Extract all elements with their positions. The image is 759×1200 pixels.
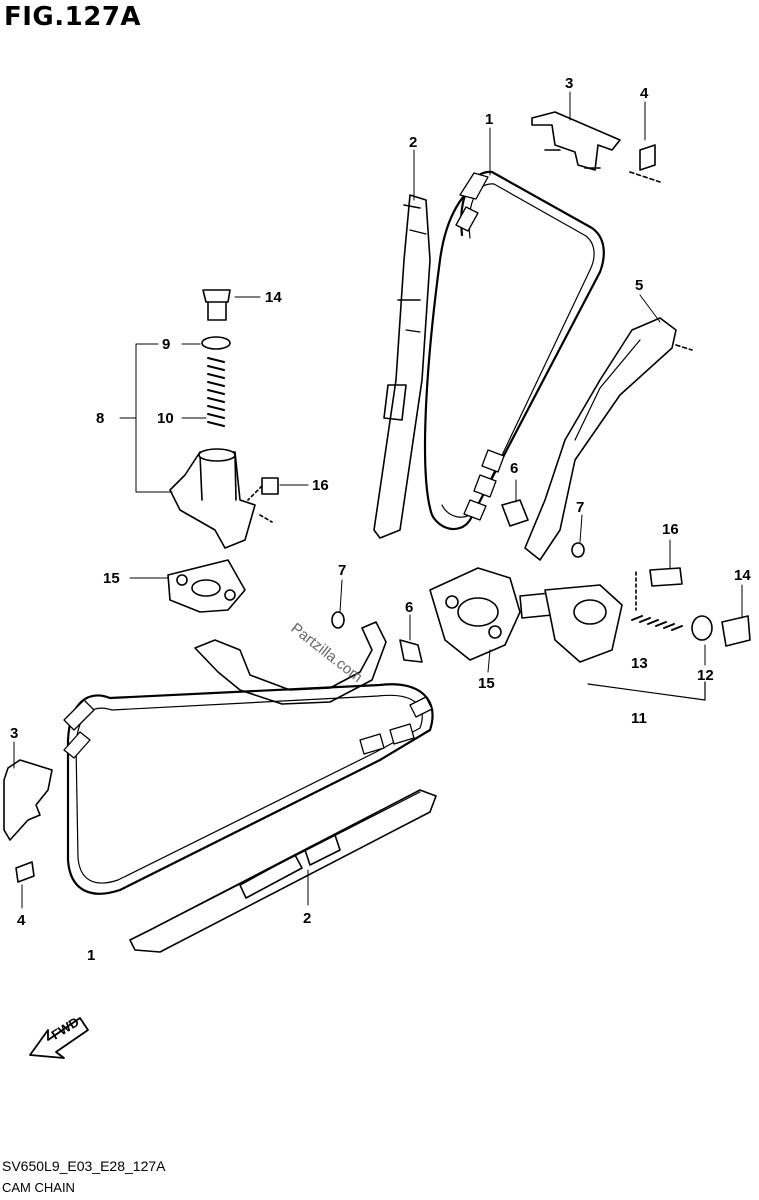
callout-10: 10 [157, 410, 174, 427]
callout-5: 5 [635, 277, 643, 294]
callout-15-left: 15 [103, 570, 120, 587]
figure-title: FIG.127A [4, 2, 142, 32]
callout-3-upper: 3 [565, 75, 573, 92]
tensioner-assembly-right [429, 567, 751, 701]
callout-labels: 1 2 3 4 5 6 7 8 9 10 11 12 13 14 15 16 3… [10, 75, 751, 964]
watermark-text: Partzilla.com [288, 620, 366, 686]
callout-12: 12 [697, 667, 714, 684]
callout-7-lower: 7 [338, 562, 346, 579]
tensioner-assembly-upper [169, 289, 279, 549]
callout-2-lower: 2 [303, 910, 311, 927]
callout-13: 13 [631, 655, 648, 672]
callout-14-upper: 14 [265, 289, 282, 306]
lower-cam-chain [63, 683, 434, 895]
callout-11: 11 [631, 710, 647, 727]
upper-chain-guide [373, 194, 431, 539]
diagram-code: SV650L9_E03_E28_127A [2, 1158, 166, 1174]
callout-6-lower: 6 [405, 599, 413, 616]
callout-4-lower: 4 [17, 912, 26, 929]
chain-bracket-lower [3, 759, 53, 883]
callout-1-upper: 1 [485, 111, 493, 128]
callout-3-lower: 3 [10, 725, 18, 742]
callout-16-right: 16 [662, 521, 679, 538]
tensioner-chain-guide [524, 317, 693, 561]
bolt-washer-upper [501, 499, 585, 558]
lower-chain-guide [129, 789, 437, 953]
chain-bracket-upper [531, 111, 661, 183]
upper-cam-chain [423, 170, 605, 531]
tensioner-gasket-left [167, 559, 246, 613]
callout-2-upper: 2 [409, 134, 417, 151]
diagram-name: CAM CHAIN [2, 1180, 75, 1195]
callout-15-right: 15 [478, 675, 495, 692]
callout-6-upper: 6 [510, 460, 518, 477]
callout-14-right: 14 [734, 567, 751, 584]
callout-4-upper: 4 [640, 85, 649, 102]
lower-upper-guide [194, 611, 423, 705]
callout-1-lower: 1 [87, 947, 95, 964]
callout-16-upper: 16 [312, 477, 329, 494]
callout-7-upper: 7 [576, 499, 584, 516]
callout-8: 8 [96, 410, 104, 427]
forward-arrow: FWD [29, 1014, 89, 1059]
callout-9: 9 [162, 336, 170, 353]
leader-lines [13, 91, 743, 909]
